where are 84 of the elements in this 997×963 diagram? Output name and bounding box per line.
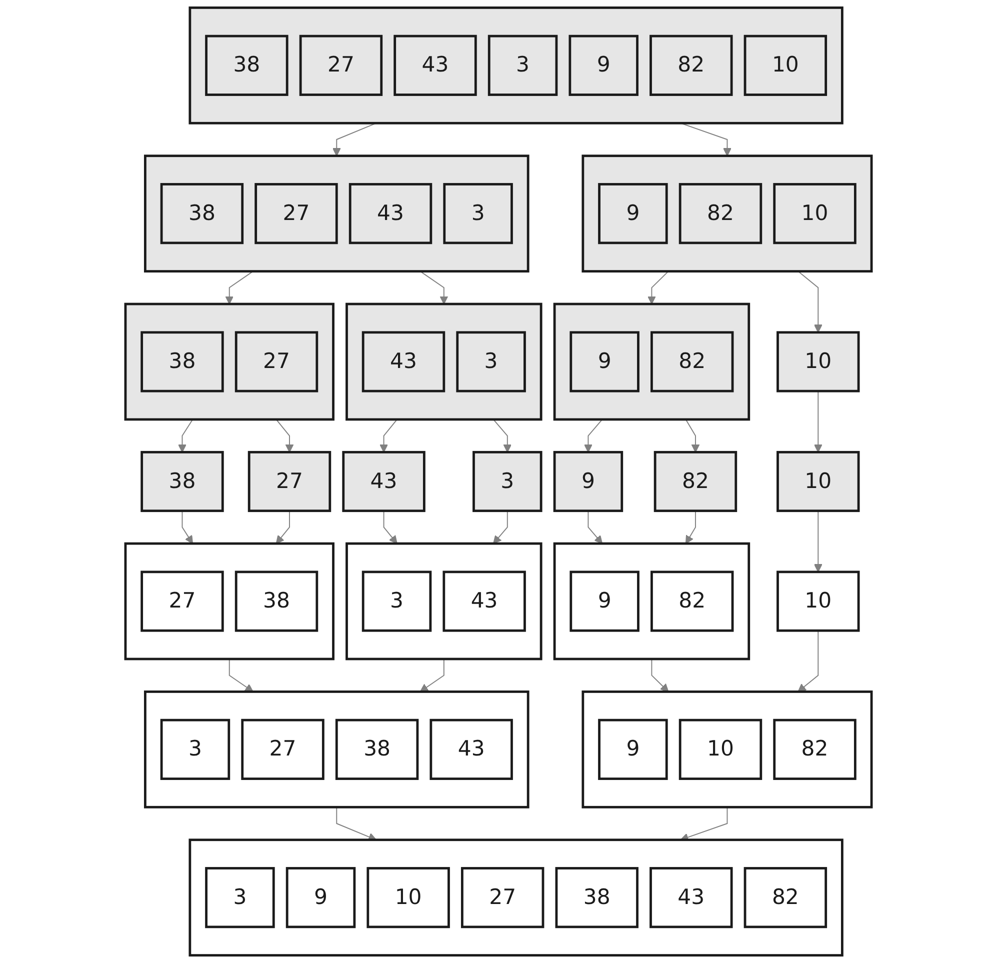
arrow	[225, 270, 254, 304]
node-box: 43	[342, 450, 426, 512]
arrow	[178, 418, 194, 453]
cluster	[582, 690, 873, 808]
arrow	[685, 510, 696, 544]
arrow	[588, 510, 603, 544]
node-box: 3	[205, 867, 275, 928]
cluster	[346, 542, 542, 660]
cluster	[124, 542, 334, 660]
cluster	[188, 838, 844, 956]
cluster	[188, 6, 844, 124]
cluster	[144, 154, 530, 272]
arrow	[420, 658, 444, 692]
node-box: 27	[254, 183, 338, 244]
cluster	[582, 154, 873, 272]
node-box: 3	[160, 718, 230, 780]
node-box: 82	[678, 183, 762, 244]
cluster	[346, 302, 542, 421]
node-box: 27	[460, 867, 544, 928]
node-box: 38	[335, 718, 419, 780]
node-box: 82	[650, 34, 733, 96]
node-box: 43	[348, 183, 432, 244]
node-box: 3	[362, 570, 432, 632]
arrow	[651, 658, 669, 692]
node-box: 82	[650, 570, 734, 632]
node-box: 3	[472, 450, 542, 512]
node-box: 43	[442, 570, 526, 632]
arrow	[798, 270, 822, 333]
cluster	[553, 302, 750, 421]
node-box: 9	[598, 183, 668, 244]
node-box: 9	[286, 867, 356, 928]
arrow	[798, 630, 819, 692]
node-box: 10	[744, 34, 828, 96]
node-box: 9	[570, 570, 640, 632]
arrow	[814, 390, 822, 453]
arrow	[814, 510, 822, 572]
arrow	[276, 418, 294, 453]
node-box: 43	[430, 718, 513, 780]
cluster	[553, 542, 750, 660]
node-box: 3	[443, 183, 513, 244]
node-box: 9	[598, 718, 668, 780]
arrow	[336, 806, 377, 841]
arrow	[584, 418, 603, 453]
node-box: 27	[234, 331, 318, 392]
node-box: 27	[140, 570, 224, 632]
node-box: 82	[773, 718, 856, 780]
node-box: 10	[773, 183, 856, 244]
node-box: 43	[394, 34, 477, 96]
cluster	[124, 302, 334, 421]
node-box: 43	[362, 331, 446, 392]
node-box: 38	[555, 867, 638, 928]
node-box: 9	[570, 331, 640, 392]
node-box: 27	[299, 34, 383, 96]
arrow	[492, 418, 512, 453]
node-box: 38	[234, 570, 318, 632]
node-box: 82	[654, 450, 738, 512]
node-box: 10	[678, 718, 762, 780]
node-box: 27	[241, 718, 324, 780]
arrow	[647, 270, 669, 304]
node-box: 10	[366, 867, 450, 928]
node-box: 38	[140, 450, 224, 512]
arrow	[228, 658, 254, 692]
node-box: 82	[744, 867, 828, 928]
arrow	[493, 510, 508, 544]
arrow	[383, 510, 398, 544]
node-box: 3	[488, 34, 558, 96]
node-box: 38	[160, 183, 244, 244]
node-box: 38	[205, 34, 288, 96]
node-box: 10	[776, 331, 860, 392]
node-box: 27	[248, 450, 332, 512]
arrow	[380, 418, 398, 453]
node-box: 9	[553, 450, 624, 512]
node-box: 43	[650, 867, 733, 928]
node-box: 10	[776, 450, 860, 512]
arrow	[420, 270, 448, 304]
arrow	[182, 510, 194, 544]
node-box: 9	[568, 34, 638, 96]
node-box: 3	[456, 331, 526, 392]
node-box: 38	[140, 331, 224, 392]
arrow	[685, 418, 700, 453]
node-box: 10	[776, 570, 860, 632]
cluster	[144, 690, 530, 808]
arrow	[276, 510, 290, 544]
node-box: 82	[650, 331, 734, 392]
